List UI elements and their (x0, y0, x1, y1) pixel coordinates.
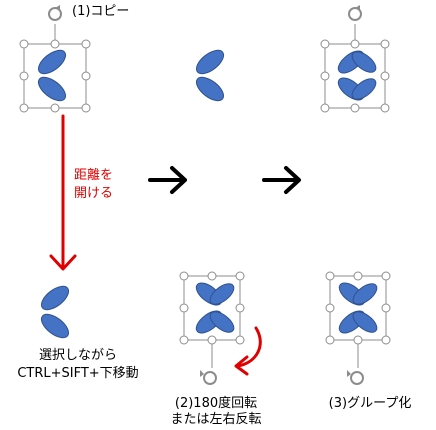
handles[interactable] (19, 39, 91, 113)
step2-label-line2: または左右反転 (170, 412, 262, 427)
select-label-line2: CTRL+SIFT+下移動 (17, 366, 139, 381)
red-curved-arrow (234, 326, 262, 376)
shape-top-middle (195, 49, 225, 102)
black-arrow-1 (148, 166, 187, 194)
select-label-line1: 選択しながら (38, 348, 118, 363)
selected-shape-top-left[interactable] (19, 5, 91, 113)
step3-label: (3)グループ化 (328, 396, 412, 411)
ellipse-lower (37, 76, 67, 102)
red-arrow-down (49, 114, 77, 271)
black-arrow-2 (262, 166, 301, 194)
grouped-shape-top-right[interactable] (320, 5, 390, 113)
rotate-handle-icon[interactable] (48, 5, 62, 21)
ellipse-upper (37, 49, 67, 75)
shape-bottom-left (40, 285, 70, 339)
distance-label-line1: 距離を (74, 168, 114, 183)
step1-label: (1)コピー (72, 4, 130, 19)
rotate-handle-icon[interactable] (347, 370, 364, 385)
rotate-handle-icon[interactable] (348, 5, 362, 21)
grouped-shape-bottom-right[interactable] (325, 271, 391, 385)
selected-shape-bottom-middle[interactable] (179, 271, 245, 385)
rotate-handle-icon[interactable] (200, 370, 217, 385)
distance-label-line2: 開ける (74, 186, 114, 201)
step2-label-line1: (2)180度回転 (174, 396, 258, 411)
